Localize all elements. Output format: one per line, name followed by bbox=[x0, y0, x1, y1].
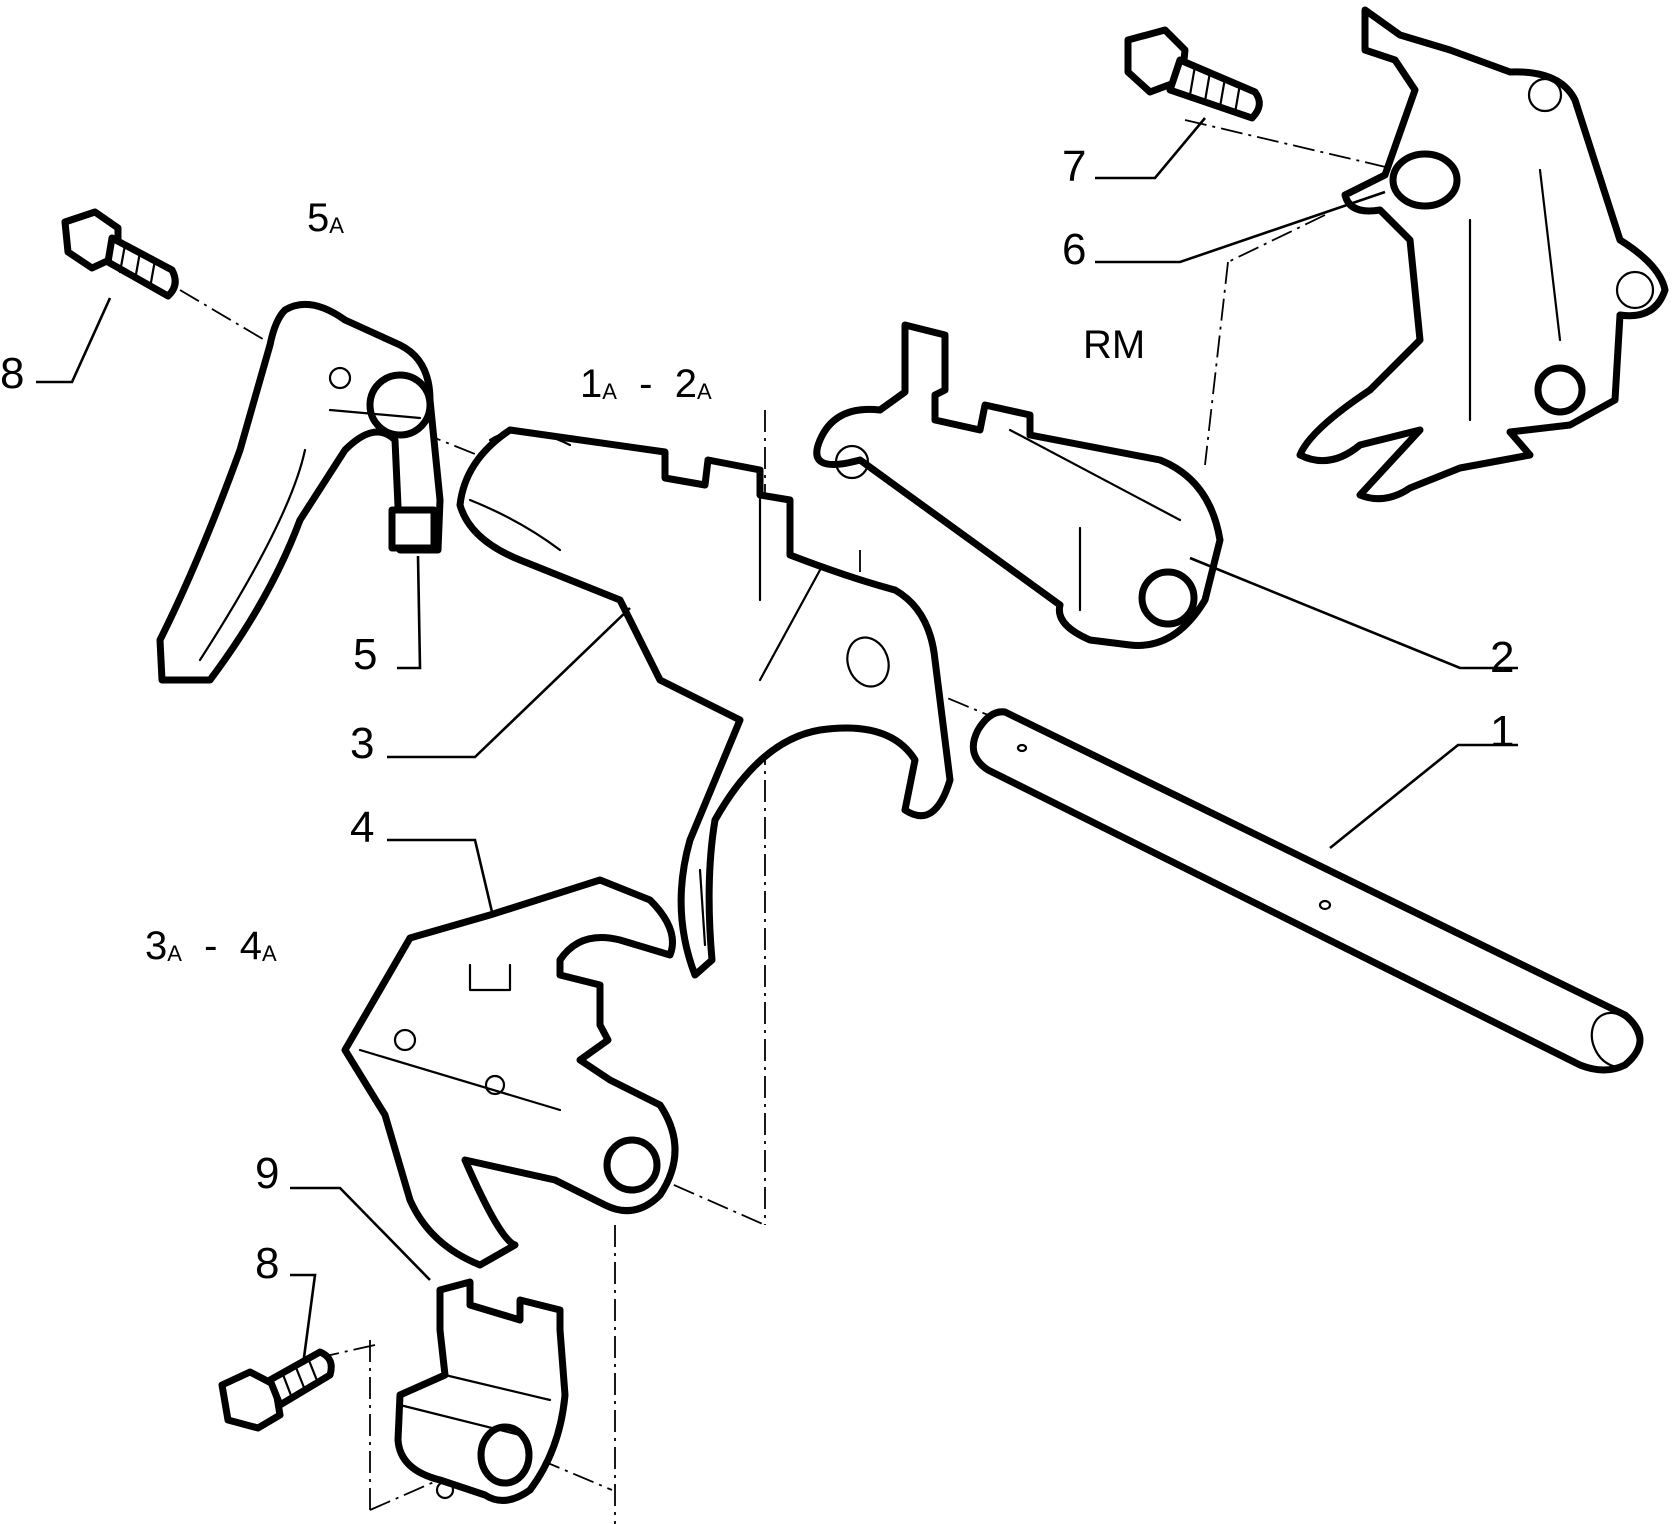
gear-label-1st-2nd: 1A - 2A bbox=[580, 362, 712, 406]
fork-1st-2nd-gear bbox=[456, 426, 954, 979]
callout-3: 3 bbox=[350, 719, 375, 768]
callout-8-upper: 8 bbox=[0, 349, 25, 398]
callout-7: 7 bbox=[1062, 142, 1087, 191]
block-part-9 bbox=[394, 1278, 569, 1504]
leader-lines bbox=[36, 117, 1518, 1366]
fork-reverse-gear bbox=[813, 321, 1224, 649]
callout-9: 9 bbox=[255, 1149, 280, 1198]
fork-5th-gear bbox=[156, 300, 444, 684]
bolt-part-8-upper bbox=[61, 208, 179, 300]
callout-2: 2 bbox=[1490, 633, 1515, 682]
callout-8-lower: 8 bbox=[255, 1239, 280, 1288]
bolt-part-7 bbox=[1124, 26, 1263, 122]
callout-4: 4 bbox=[350, 803, 375, 852]
gear-label-5th: 5A bbox=[307, 196, 344, 240]
bolt-part-8-lower bbox=[218, 1348, 335, 1432]
callout-1: 1 bbox=[1490, 707, 1515, 756]
shaft-part-1 bbox=[969, 708, 1644, 1074]
callout-6: 6 bbox=[1062, 225, 1087, 274]
callout-5: 5 bbox=[353, 630, 378, 679]
fork-3rd-4th-gear bbox=[341, 876, 679, 1269]
gear-label-3rd-4th: 3A - 4A bbox=[145, 924, 277, 968]
gear-label-reverse: RM bbox=[1083, 323, 1146, 367]
selector-bracket bbox=[1296, 6, 1669, 503]
